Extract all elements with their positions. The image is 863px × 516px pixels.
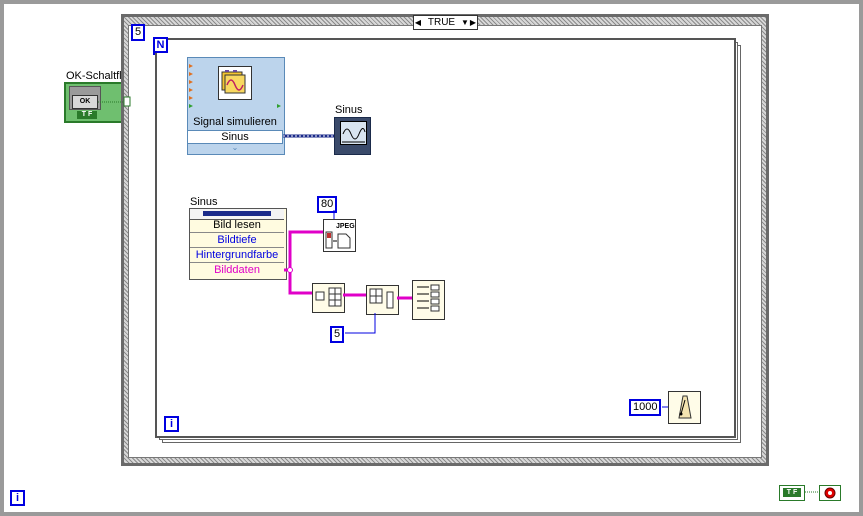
case-prev-arrow-icon[interactable]: ◀ [414, 18, 422, 27]
expand-chevron-icon[interactable]: ⌄ [231, 143, 239, 152]
property-row-bild-lesen[interactable]: Bild lesen [190, 218, 284, 233]
property-node-reference-bar [203, 211, 271, 216]
case-next-arrow-icon[interactable]: ▶ [469, 18, 477, 27]
property-node[interactable] [189, 208, 287, 280]
boolean-type-badge: T F [77, 111, 97, 119]
express-vi-output-sinus[interactable]: Sinus [187, 130, 283, 144]
stop-boolean-constant[interactable]: T F [779, 485, 805, 501]
graph-label: Sinus [335, 104, 363, 116]
cluster-unbundle-vi[interactable] [412, 280, 445, 320]
index-array-vi[interactable] [366, 285, 399, 315]
loop-count-constant[interactable]: 5 [131, 24, 146, 41]
jpeg-quality-constant[interactable]: 80 [317, 196, 338, 213]
stop-condition-terminal[interactable] [819, 485, 841, 501]
wait-ms-constant[interactable]: 1000 [629, 399, 662, 416]
case-selector-value[interactable]: TRUE [427, 17, 456, 28]
stop-tf-badge: T F [783, 488, 801, 497]
outer-loop-iteration-terminal[interactable]: i [10, 490, 25, 506]
jpeg-vi-label: JPEG [336, 223, 355, 230]
graph-icon [340, 121, 367, 145]
express-vi-title: Signal simulieren [193, 116, 277, 128]
jpeg-file-icon [325, 231, 351, 249]
property-row-bilddaten[interactable]: Bilddaten [214, 264, 260, 276]
simulate-signal-icon [218, 66, 252, 100]
ok-button-face: OK [72, 95, 98, 109]
property-node-label: Sinus [190, 196, 218, 208]
case-selector[interactable]: ◀ TRUE ▼ ▶ [413, 15, 478, 30]
loop-iteration-terminal[interactable]: i [164, 416, 179, 432]
loop-count-terminal-n[interactable]: N [153, 37, 168, 53]
express-vi-connector-ticks [189, 64, 281, 108]
array-index-constant[interactable]: 5 [330, 326, 345, 343]
unflatten-pixmap-vi[interactable] [312, 283, 345, 313]
case-dropdown-icon[interactable]: ▼ [461, 18, 469, 27]
property-row-bildtiefe[interactable]: Bildtiefe [190, 233, 284, 248]
ok-button-label: OK-Schaltflä [66, 70, 128, 82]
wait-ms-vi[interactable] [668, 391, 701, 424]
property-row-hintergrundfarbe[interactable]: Hintergrundfarbe [190, 248, 284, 263]
